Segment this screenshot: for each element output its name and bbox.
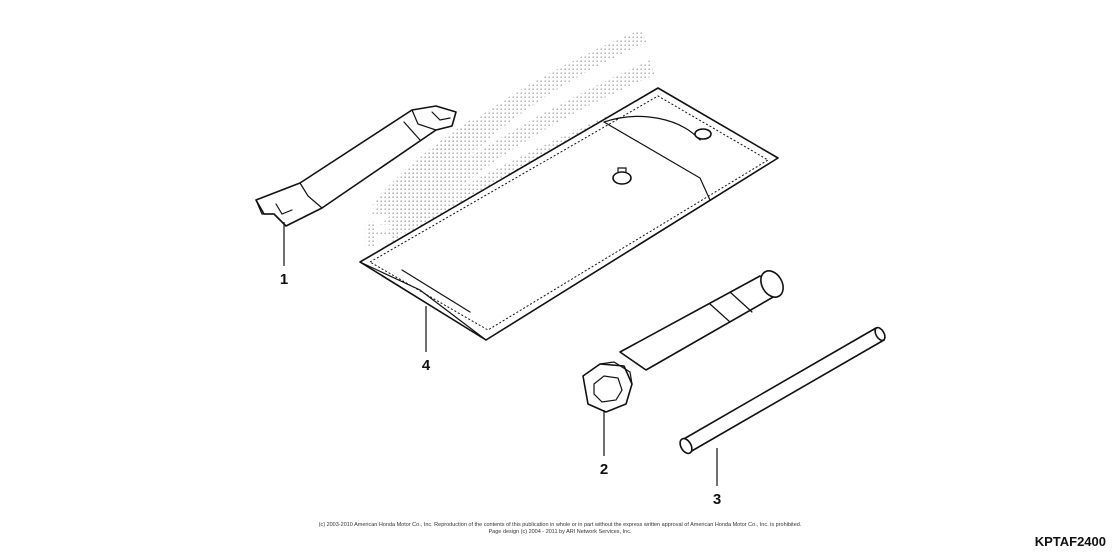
callout-number-3[interactable]: 3 — [713, 491, 721, 508]
copyright-notice: (c) 2003-2010 American Honda Motor Co., … — [318, 522, 802, 528]
handle-bar-part — [679, 326, 886, 455]
socket-wrench-part — [582, 270, 784, 413]
tool-bag-part — [359, 87, 779, 341]
callout-number-4[interactable]: 4 — [422, 357, 431, 374]
callout-number-1[interactable]: 1 — [280, 271, 288, 288]
spoke-wrench-part — [255, 105, 457, 227]
page-design-notice: Page design (c) 2004 - 2011 by ARI Netwo… — [488, 529, 632, 535]
diagram-code: KPTAF2400 — [1034, 534, 1106, 549]
callout-number-2[interactable]: 2 — [600, 461, 608, 478]
